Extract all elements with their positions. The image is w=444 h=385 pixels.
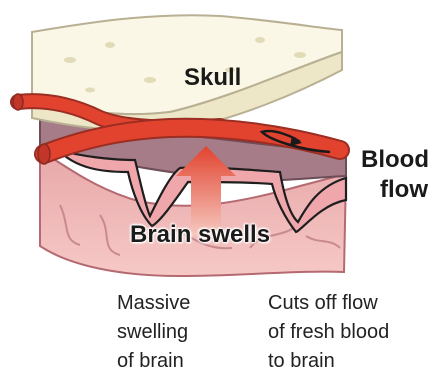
caption-line: Massive (117, 289, 190, 318)
caption-line: of fresh blood (268, 318, 389, 347)
blood-flow-label-line2: flow (380, 176, 428, 204)
caption-massive-swelling: Massive swelling of brain (117, 289, 190, 376)
caption-line: swelling (117, 318, 190, 347)
caption-line: Cuts off flow (268, 289, 389, 318)
caption-line: of brain (117, 347, 190, 376)
skull-label: Skull (184, 64, 241, 92)
vessel-end-left (38, 144, 50, 164)
blood-flow-label-line1: Blood (361, 146, 429, 174)
vessel-end-upper (13, 94, 23, 110)
brain-swells-label: Brain swells (130, 221, 270, 249)
caption-line: to brain (268, 347, 389, 376)
caption-cuts-off-flow: Cuts off flow of fresh blood to brain (268, 289, 389, 376)
